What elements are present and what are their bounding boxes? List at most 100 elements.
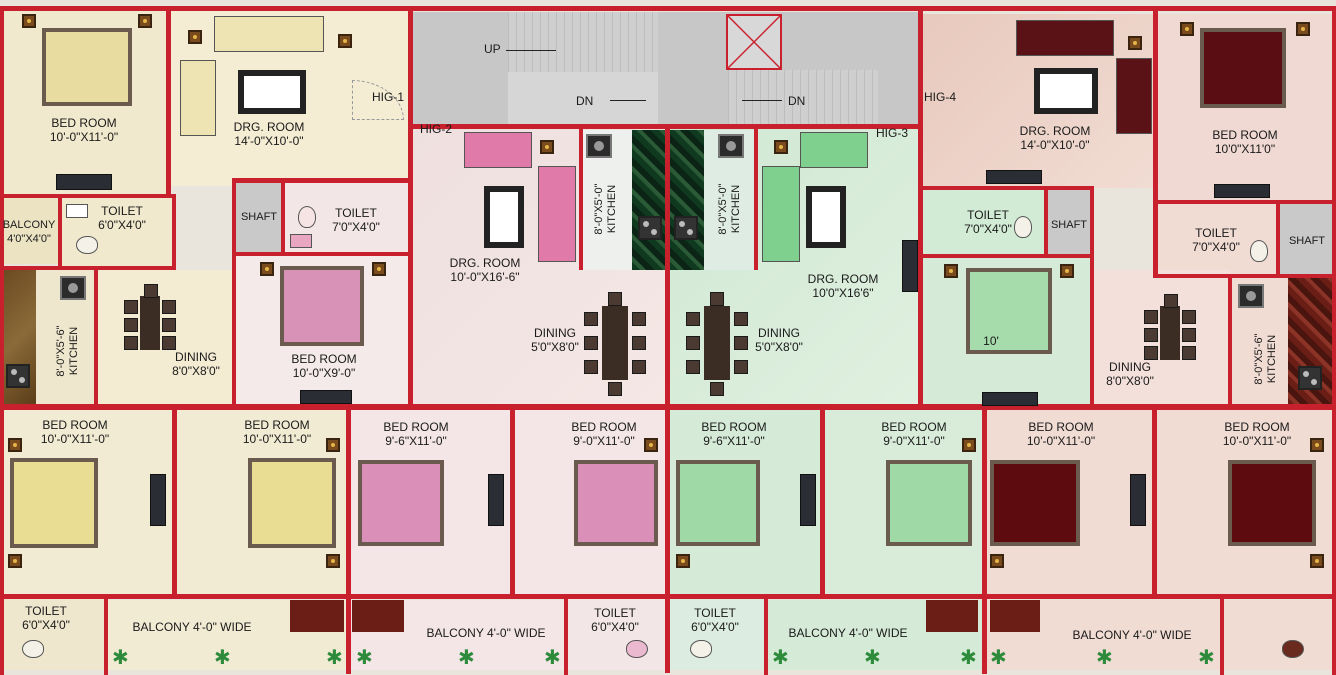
bed-icon [358,460,444,546]
tv-unit-icon [300,390,352,404]
room-label: SHAFT [240,211,278,223]
nightstand-icon [990,554,1004,568]
bed-icon [280,266,364,346]
wall-v-920 [918,8,923,408]
wall-v-60 [58,196,62,268]
nightstand-icon [962,438,976,452]
wc-icon [626,640,648,658]
plant-icon: ✱ [772,647,789,669]
nightstand-icon [138,14,152,28]
wall-b-512 [510,406,515,598]
sofa-icon [762,166,800,262]
center-table-icon [238,70,306,114]
nightstand-icon [326,438,340,452]
plant-icon: ✱ [1198,647,1215,669]
wall-v-1046 [1044,188,1048,256]
wall-bb-106 [104,596,108,675]
sink-icon [586,134,612,158]
wall-v-410 [408,8,413,408]
sofa-icon [800,132,868,168]
wall-v-96 [94,268,98,406]
side-table-icon [338,34,352,48]
wardrobe-icon [290,600,344,632]
wc-icon [76,236,98,254]
room-label: 10' [983,334,999,348]
stair-treads-right [728,70,878,128]
room-label: BALCONY 4'-0" WIDE [132,620,252,634]
side-table-icon [1128,36,1142,50]
wc-icon [298,206,316,228]
stair-label: DN [788,94,806,108]
wall-toilet3-top [920,186,1094,190]
sofa-icon [538,166,576,262]
t-bl-floor [2,598,106,670]
wall-b-1154 [1152,406,1157,598]
center-table-icon [484,186,524,248]
room-label: BALCONY 4'-0" WIDE [426,626,546,640]
wall-b-348 [346,406,351,674]
tv-unit-icon [1214,184,1270,198]
wc-icon [1282,640,1304,658]
stove-icon [1298,366,1322,390]
wall-v-1278 [1276,202,1280,276]
wall-bb-566 [564,596,568,675]
nightstand-icon [1310,554,1324,568]
side-table-icon [774,140,788,154]
wall-v-582 [579,128,583,270]
tv-unit-icon [902,240,918,292]
room-label: 8'-0"X5'-6"KITCHEN [1253,333,1278,385]
tv-unit-icon [800,474,816,526]
wall-bb-1222 [1220,596,1224,675]
tv-unit-icon [982,392,1038,406]
stove-icon [6,364,30,388]
plant-icon: ✱ [112,647,129,669]
flat3-kitchen-counter [670,130,704,270]
nightstand-icon [1060,264,1074,278]
wardrobe-icon [990,600,1040,632]
tv-unit-icon [1130,474,1146,526]
wall-v-1230 [1228,276,1232,408]
basin-icon [66,204,88,218]
stair-dn-arrow-1 [610,100,646,101]
stair-dn-arrow-2 [742,100,782,101]
room-label: BALCONY 4'-0" WIDE [788,626,908,640]
stove-icon [674,216,698,240]
room-label: 8'-0"X5'-6"KITCHEN [55,325,80,377]
wall-b-174 [172,406,177,598]
center-table-icon [1034,68,1098,114]
wall-bb-766 [764,596,768,675]
sink-icon [60,276,86,300]
room-label: SHAFT [1288,235,1326,247]
t-bm2-floor [670,598,766,670]
flat1-balcony-floor [2,196,60,264]
bed-icon [1228,460,1316,546]
nightstand-icon [644,438,658,452]
wall-b-822 [820,406,825,598]
nightstand-icon [8,438,22,452]
wall-outer-right [1332,6,1336,675]
wall-toilet1-top [0,194,176,198]
nightstand-icon [676,554,690,568]
t-br-floor [1224,600,1334,670]
room-label: BALCONY 4'-0" WIDE [1072,628,1192,642]
stair-label: DN [576,94,594,108]
wall-v-174 [172,196,176,270]
wall-v-1156 [1153,8,1158,278]
tv-unit-icon [56,174,112,190]
dining-table-icon [682,292,752,396]
stair-label: UP [484,42,501,56]
wall-v-284 [281,180,285,254]
center-table-icon [806,186,846,248]
